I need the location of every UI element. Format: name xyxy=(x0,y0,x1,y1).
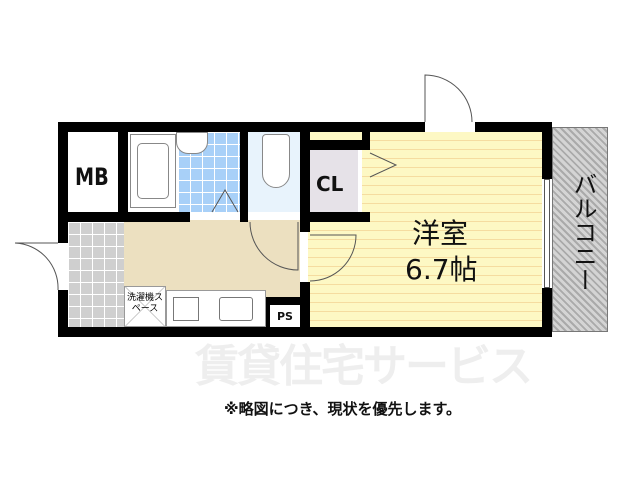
wall-bath-bottom xyxy=(58,212,190,222)
bathtub xyxy=(130,134,176,208)
watermark: 賃貸住宅サービス xyxy=(195,341,533,392)
wall-toilet-room xyxy=(300,122,310,232)
toilet xyxy=(262,134,290,188)
wall-bath-toilet xyxy=(240,122,248,222)
wall-toilet-room-low xyxy=(300,282,310,337)
wall-right-low xyxy=(542,288,552,337)
wall-mb xyxy=(118,122,128,222)
wall-right xyxy=(542,122,552,179)
closet-floor xyxy=(310,150,362,212)
wall-ps xyxy=(265,297,305,305)
mb-label: MB xyxy=(75,163,109,191)
closet-label: CL xyxy=(316,172,344,196)
balcony xyxy=(552,127,608,332)
wall-closet-top xyxy=(310,140,370,150)
wall-closet-right xyxy=(362,122,370,150)
wall-left-low xyxy=(58,290,68,337)
entrance-floor xyxy=(68,222,124,328)
top-door xyxy=(424,74,473,123)
room-door xyxy=(309,234,357,282)
western-room-name: 洋室 xyxy=(412,217,469,250)
balcony-label: バルコニー xyxy=(569,172,597,292)
washer-space-label: 洗濯機スペース xyxy=(126,293,163,314)
western-room-size: 6.7帖 xyxy=(405,253,478,286)
pipe-space xyxy=(270,305,300,327)
window xyxy=(544,179,550,288)
wall-closet-bottom xyxy=(300,212,370,222)
wall-left xyxy=(58,122,68,243)
entrance-door xyxy=(14,242,59,291)
toilet-door xyxy=(249,221,299,271)
kitchen-counter xyxy=(166,290,266,327)
kitchen-floor xyxy=(124,220,300,298)
washbasin xyxy=(176,132,208,154)
pipe-space-label: PS xyxy=(277,310,293,323)
bath-door xyxy=(211,189,239,213)
wall-top-right xyxy=(475,122,552,132)
washer-space xyxy=(124,286,166,327)
closet-door xyxy=(369,152,398,178)
disclaimer-note: ※略図につき、現状を優先します。 xyxy=(224,400,462,418)
wall-ps-left xyxy=(265,297,270,332)
